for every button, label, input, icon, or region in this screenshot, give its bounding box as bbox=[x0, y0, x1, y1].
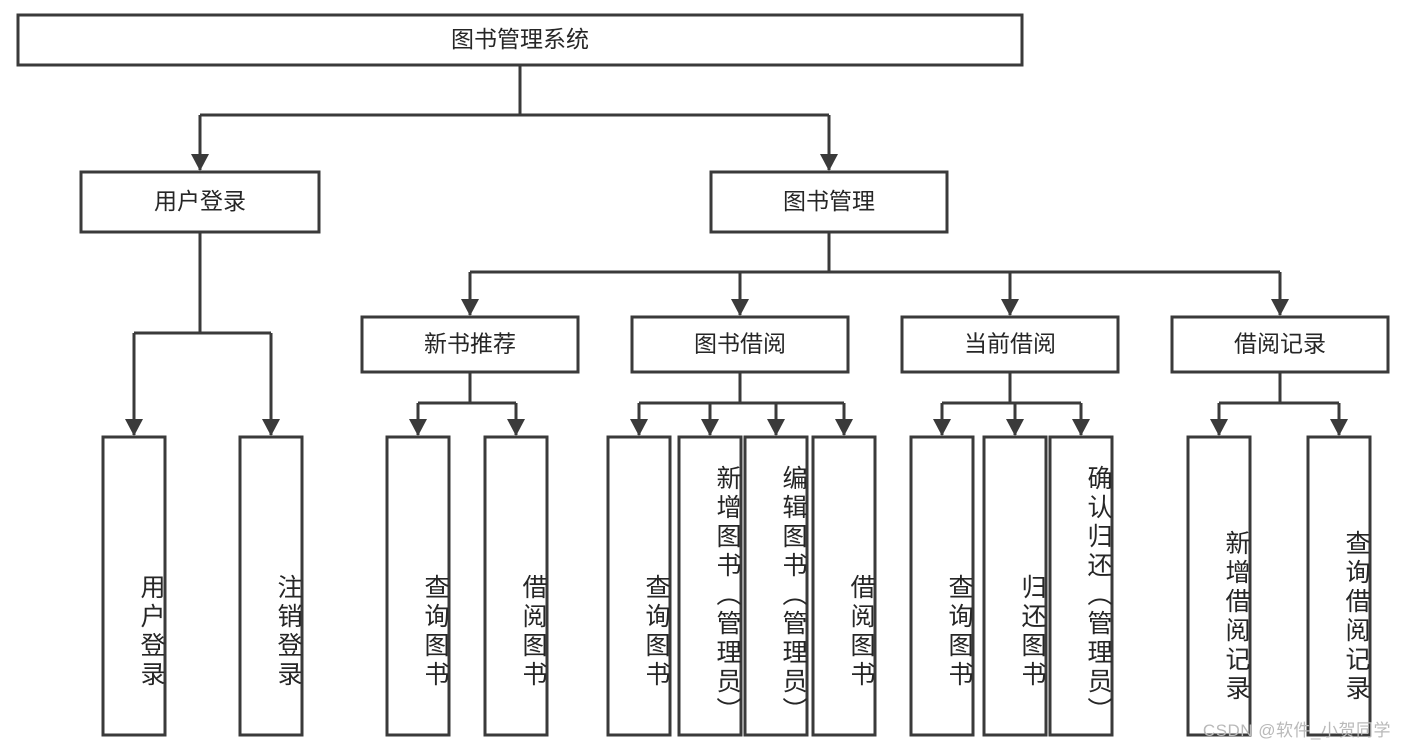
node-box-leaf-query-book-b[interactable] bbox=[606, 435, 672, 737]
node-box-new-book-rec[interactable] bbox=[360, 315, 580, 374]
node-box-borrow-record[interactable] bbox=[1170, 315, 1390, 374]
node-layer bbox=[16, 13, 1390, 737]
node-label-current-borrow: 当前借阅 bbox=[964, 331, 1056, 357]
node-box-leaf-query-book-c[interactable] bbox=[909, 435, 975, 737]
node-box-leaf-query-record[interactable] bbox=[1306, 435, 1372, 737]
connector-layer bbox=[125, 65, 1348, 436]
node-label-user-login: 用户登录 bbox=[154, 188, 246, 214]
node-label-book-borrow: 图书借阅 bbox=[694, 331, 786, 357]
node-label-new-book-rec: 新书推荐 bbox=[424, 331, 516, 357]
node-box-leaf-user-login[interactable] bbox=[101, 435, 167, 737]
node-box-user-login[interactable] bbox=[79, 170, 321, 234]
node-box-leaf-return-book[interactable] bbox=[982, 435, 1048, 737]
node-box-current-borrow[interactable] bbox=[900, 315, 1120, 374]
node-label-book-manage: 图书管理 bbox=[783, 188, 875, 214]
node-box-leaf-add-book[interactable] bbox=[677, 435, 743, 737]
node-label-root: 图书管理系统 bbox=[451, 26, 589, 52]
node-box-leaf-borrow-book-b[interactable] bbox=[811, 435, 877, 737]
node-box-book-manage[interactable] bbox=[709, 170, 949, 234]
node-label-borrow-record: 借阅记录 bbox=[1234, 331, 1326, 357]
node-box-leaf-confirm-return[interactable] bbox=[1048, 435, 1114, 737]
node-box-leaf-query-book-a[interactable] bbox=[385, 435, 451, 737]
node-box-leaf-logout[interactable] bbox=[238, 435, 304, 737]
node-box-root[interactable] bbox=[16, 13, 1024, 67]
node-box-leaf-borrow-book-a[interactable] bbox=[483, 435, 549, 737]
node-box-leaf-add-record[interactable] bbox=[1186, 435, 1252, 737]
node-box-book-borrow[interactable] bbox=[630, 315, 850, 374]
node-box-leaf-edit-book[interactable] bbox=[743, 435, 809, 737]
